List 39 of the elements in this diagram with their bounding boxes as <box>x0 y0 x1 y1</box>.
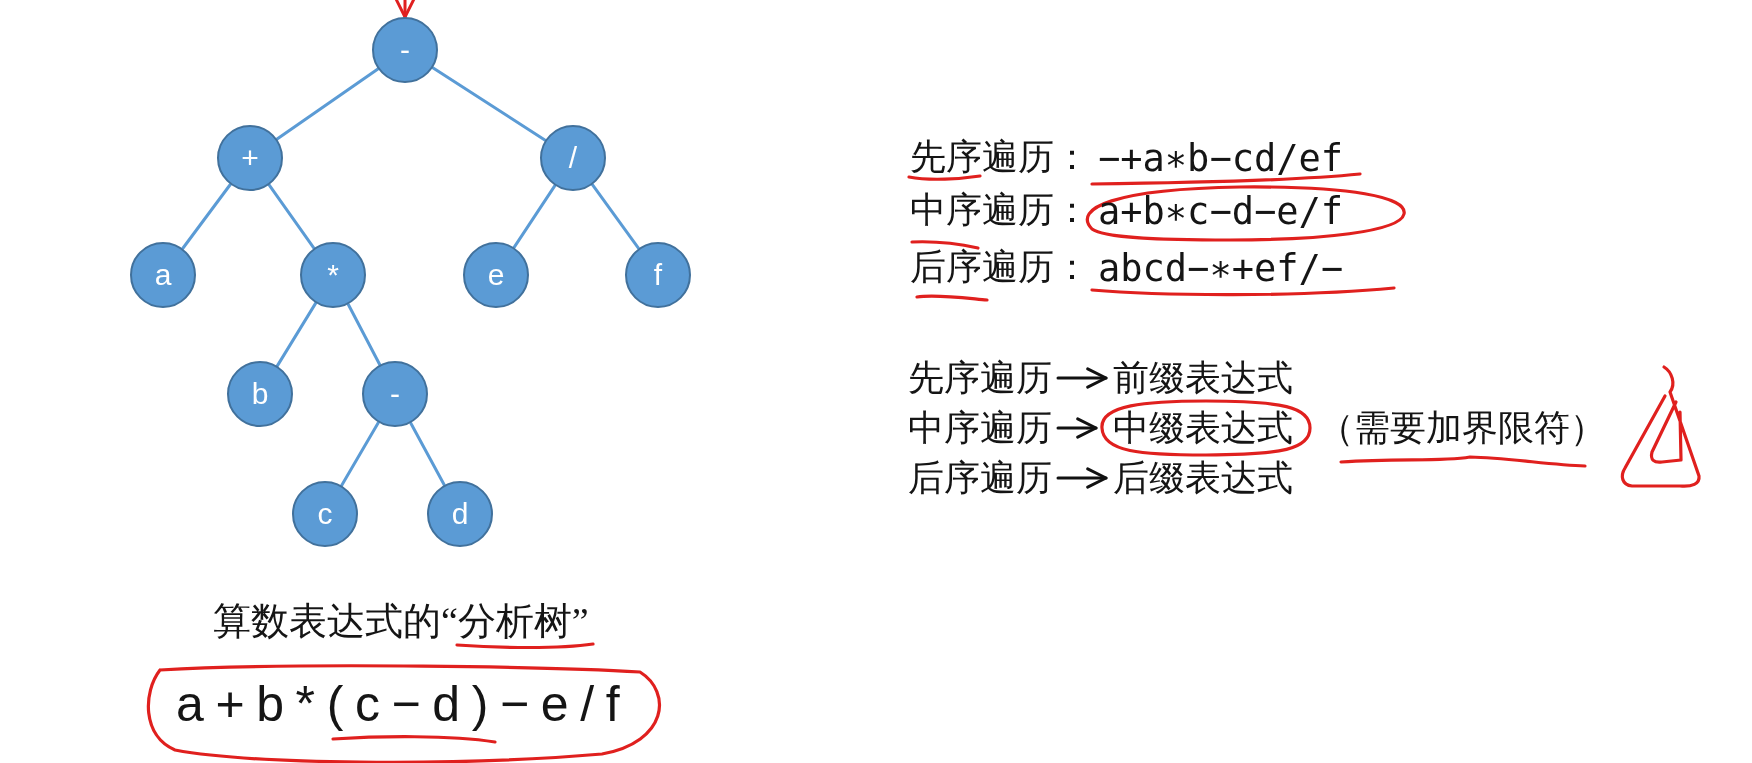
tree-node: / <box>540 125 606 191</box>
expression-text: a+b*(c−d)−e/f <box>176 679 632 729</box>
tree-node: f <box>625 242 691 308</box>
branch-line <box>340 421 380 487</box>
traversal-label: 中序遍历 <box>908 410 1058 446</box>
traversal-label: 先序遍历 <box>908 360 1058 396</box>
expression-type-label: 前缀表达式 <box>1106 360 1296 396</box>
tree-node: - <box>362 361 428 427</box>
branch-line <box>346 302 382 367</box>
tree-node: d <box>427 481 493 547</box>
arrow <box>1056 417 1098 439</box>
tree-node: b <box>227 361 293 427</box>
tree-node: * <box>300 242 366 308</box>
branch-line <box>181 183 232 250</box>
expression-type-label: 后缀表达式 <box>1106 460 1296 496</box>
note-text: （需要加界限符） <box>1318 410 1606 446</box>
traversal-label: 中序遍历： <box>910 192 1090 228</box>
tree-node: + <box>217 125 283 191</box>
branch-line <box>267 183 316 250</box>
tree-node: - <box>372 17 438 83</box>
arrow <box>394 0 416 19</box>
traversal-label: 先序遍历： <box>910 139 1090 175</box>
branch-line <box>275 301 318 368</box>
tree-node: c <box>292 481 358 547</box>
caption-text: 算数表达式的“分析树” <box>213 602 589 640</box>
traversal-label: 后序遍历： <box>910 249 1090 285</box>
branch-line <box>275 67 380 141</box>
arrow <box>1056 367 1108 389</box>
expression-text: abcd−∗+ef/− <box>1098 250 1344 287</box>
branch-line <box>431 66 547 142</box>
tree-node: e <box>463 242 529 308</box>
arrow <box>1056 467 1108 489</box>
traversal-label: 后序遍历 <box>908 460 1058 496</box>
tree-node: a <box>130 242 196 308</box>
expression-text: a+b∗c−d−e/f <box>1098 193 1344 230</box>
branch-line <box>590 183 641 250</box>
branch-line <box>512 184 557 249</box>
branch-line <box>409 421 446 487</box>
expression-text: −+a∗b−cd/ef <box>1098 140 1344 177</box>
